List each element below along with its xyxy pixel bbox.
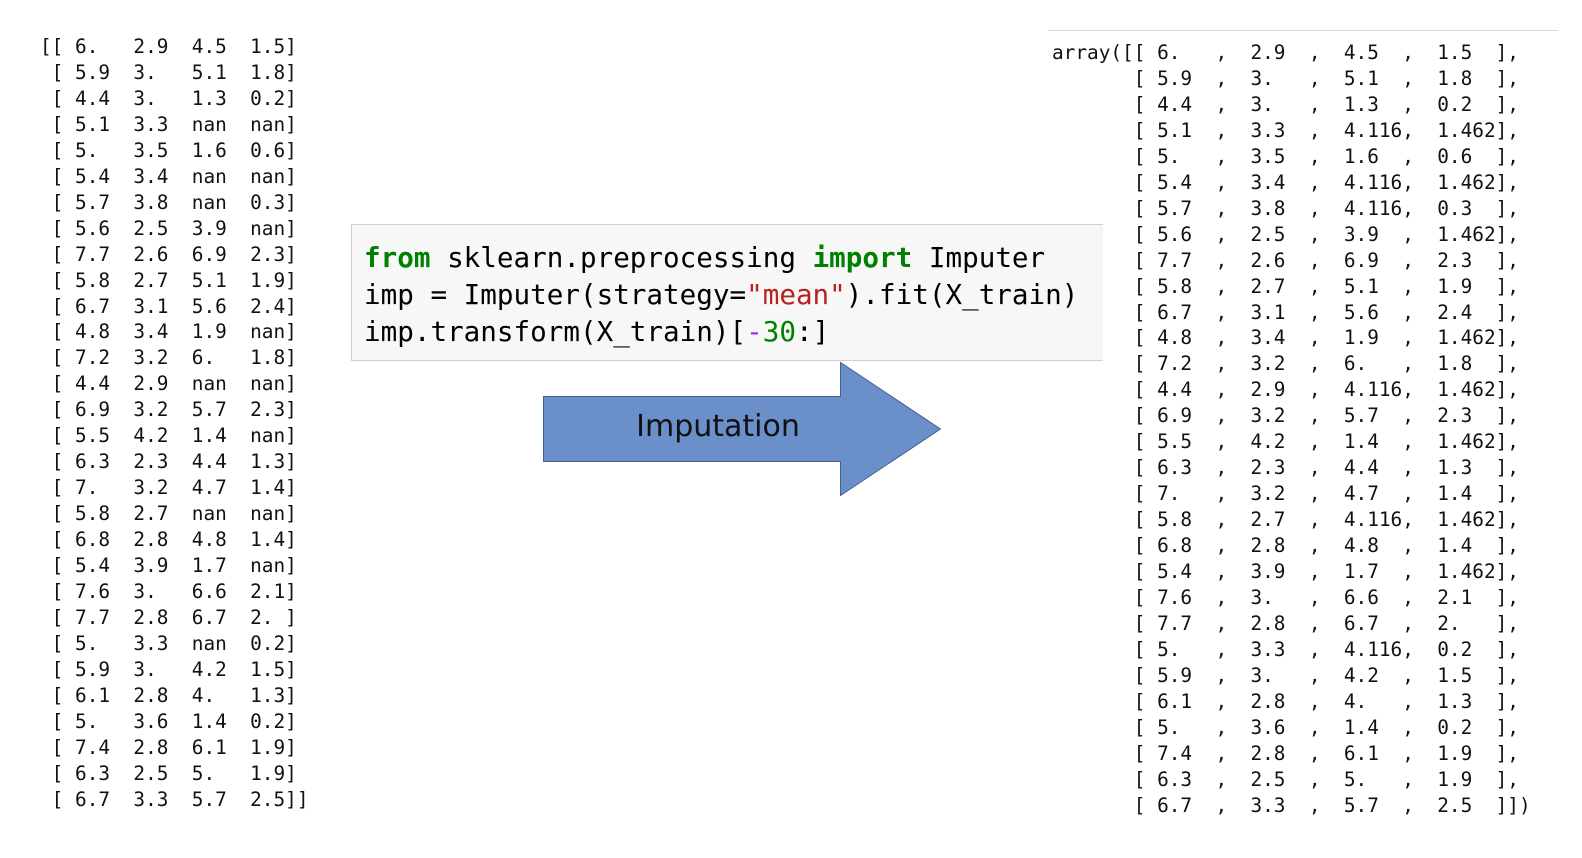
output-line: [ 5. , 3.6 , 1.4 , 0.2 ], (1052, 715, 1519, 739)
output-line: [ 7.7 2.6 6.9 2.3] (40, 242, 297, 266)
output-line: [ 5. 3.5 1.6 0.6] (40, 138, 297, 162)
output-line: [ 4.8 , 3.4 , 1.9 , 1.462], (1052, 326, 1519, 350)
output-line: [ 6.7 , 3.3 , 5.7 , 2.5 ]]) (1052, 793, 1531, 817)
output-line: [ 5.9 , 3. , 5.1 , 1.8 ], (1052, 66, 1519, 90)
imputed-array-output: array([[ 6. , 2.9 , 4.5 , 1.5 ], [ 5.9 ,… (1052, 40, 1531, 819)
output-line: [ 6.3 , 2.5 , 5. , 1.9 ], (1052, 767, 1519, 791)
string-literal: "mean" (746, 278, 846, 311)
output-line: array([[ 6. , 2.9 , 4.5 , 1.5 ], (1052, 41, 1519, 64)
output-line: [ 5.1 3.3 nan nan] (40, 112, 297, 136)
output-line: [ 7. 3.2 4.7 1.4] (40, 476, 297, 500)
code-text: imp = Imputer(strategy= (364, 278, 747, 311)
output-line: [ 5.5 4.2 1.4 nan] (40, 424, 297, 448)
output-line: [ 6.1 , 2.8 , 4. , 1.3 ], (1052, 689, 1519, 713)
code-cell[interactable]: from sklearn.preprocessing import Impute… (351, 224, 1103, 361)
raw-array-output: [[ 6. 2.9 4.5 1.5] [ 5.9 3. 5.1 1.8] [ 4… (40, 34, 309, 813)
output-line: [ 6.3 , 2.3 , 4.4 , 1.3 ], (1052, 456, 1519, 480)
output-line: [ 6.7 3.1 5.6 2.4] (40, 294, 297, 318)
output-line: [ 5.5 , 4.2 , 1.4 , 1.462], (1052, 430, 1519, 454)
output-line: [ 5. , 3.3 , 4.116, 0.2 ], (1052, 637, 1519, 661)
output-line: [ 7.7 2.8 6.7 2. ] (40, 605, 297, 629)
output-line: [ 5.7 3.8 nan 0.3] (40, 190, 297, 214)
imputation-label: Imputation (636, 409, 800, 444)
output-line: [ 4.4 , 3. , 1.3 , 0.2 ], (1052, 92, 1519, 116)
output-line: [ 5.7 , 3.8 , 4.116, 0.3 ], (1052, 196, 1519, 220)
module-name: sklearn.preprocessing (430, 241, 813, 274)
output-line: [ 5.8 , 2.7 , 4.116, 1.462], (1052, 508, 1519, 532)
output-line: [ 5.6 2.5 3.9 nan] (40, 216, 297, 240)
output-line: [ 5.9 , 3. , 4.2 , 1.5 ], (1052, 663, 1519, 687)
output-line: [ 5. 3.6 1.4 0.2] (40, 709, 297, 733)
output-line: [ 6.7 , 3.1 , 5.6 , 2.4 ], (1052, 300, 1519, 324)
output-line: [ 5.1 , 3.3 , 4.116, 1.462], (1052, 118, 1519, 142)
output-line: [ 6.3 2.5 5. 1.9] (40, 761, 297, 785)
output-line: [ 5.4 , 3.4 , 4.116, 1.462], (1052, 170, 1519, 194)
output-line: [ 6.8 2.8 4.8 1.4] (40, 528, 297, 552)
output-line: [ 7. , 3.2 , 4.7 , 1.4 ], (1052, 482, 1519, 506)
output-line: [ 5.6 , 2.5 , 3.9 , 1.462], (1052, 222, 1519, 246)
output-line: [ 7.6 3. 6.6 2.1] (40, 580, 297, 604)
output-line: [ 5. 3.3 nan 0.2] (40, 631, 297, 655)
output-line: [ 7.4 , 2.8 , 6.1 , 1.9 ], (1052, 741, 1519, 765)
output-line: [ 6.9 3.2 5.7 2.3] (40, 398, 297, 422)
right-arrow-icon (543, 362, 941, 496)
output-line: [ 7.2 , 3.2 , 6. , 1.8 ], (1052, 352, 1519, 376)
output-line: [ 5.4 3.4 nan nan] (40, 164, 297, 188)
output-line: [ 7.2 3.2 6. 1.8] (40, 346, 297, 370)
output-line: [ 5.9 3. 5.1 1.8] (40, 60, 297, 84)
number-literal: 30 (762, 315, 796, 348)
output-line: [ 4.8 3.4 1.9 nan] (40, 320, 297, 344)
output-line: [ 5.8 , 2.7 , 5.1 , 1.9 ], (1052, 274, 1519, 298)
output-line: [ 4.4 3. 1.3 0.2] (40, 86, 297, 110)
output-line: [[ 6. 2.9 4.5 1.5] (40, 35, 297, 58)
minus-operator: - (746, 315, 763, 348)
output-line: [ 4.4 , 2.9 , 4.116, 1.462], (1052, 378, 1519, 402)
output-line: [ 6.8 , 2.8 , 4.8 , 1.4 ], (1052, 534, 1519, 558)
keyword-from: from (364, 241, 431, 274)
output-line: [ 7.4 2.8 6.1 1.9] (40, 735, 297, 759)
arrow-shape (543, 362, 941, 496)
output-line: [ 5. , 3.5 , 1.6 , 0.6 ], (1052, 144, 1519, 168)
output-line: [ 7.7 , 2.6 , 6.9 , 2.3 ], (1052, 248, 1519, 272)
output-line: [ 5.8 2.7 nan nan] (40, 502, 297, 526)
output-line: [ 5.4 3.9 1.7 nan] (40, 554, 297, 578)
output-line: [ 7.6 , 3. , 6.6 , 2.1 ], (1052, 586, 1519, 610)
output-line: [ 6.3 2.3 4.4 1.3] (40, 450, 297, 474)
output-line: [ 5.8 2.7 5.1 1.9] (40, 268, 297, 292)
output-line: [ 6.7 3.3 5.7 2.5]] (40, 787, 309, 811)
keyword-import: import (812, 241, 913, 274)
output-divider (1048, 30, 1558, 31)
code-text: :] (795, 315, 830, 348)
output-line: [ 5.9 3. 4.2 1.5] (40, 657, 297, 681)
output-line: [ 7.7 , 2.8 , 6.7 , 2. ], (1052, 611, 1519, 635)
output-line: [ 6.9 , 3.2 , 5.7 , 2.3 ], (1052, 404, 1519, 428)
code-text: ).fit(X_train) (845, 278, 1079, 311)
output-line: [ 4.4 2.9 nan nan] (40, 372, 297, 396)
output-line: [ 6.1 2.8 4. 1.3] (40, 683, 297, 707)
code-text: imp.transform(X_train)[ (364, 315, 747, 348)
imported-name: Imputer (912, 241, 1046, 274)
output-line: [ 5.4 , 3.9 , 1.7 , 1.462], (1052, 560, 1519, 584)
code-cell-source[interactable]: from sklearn.preprocessing import Impute… (364, 239, 1078, 350)
